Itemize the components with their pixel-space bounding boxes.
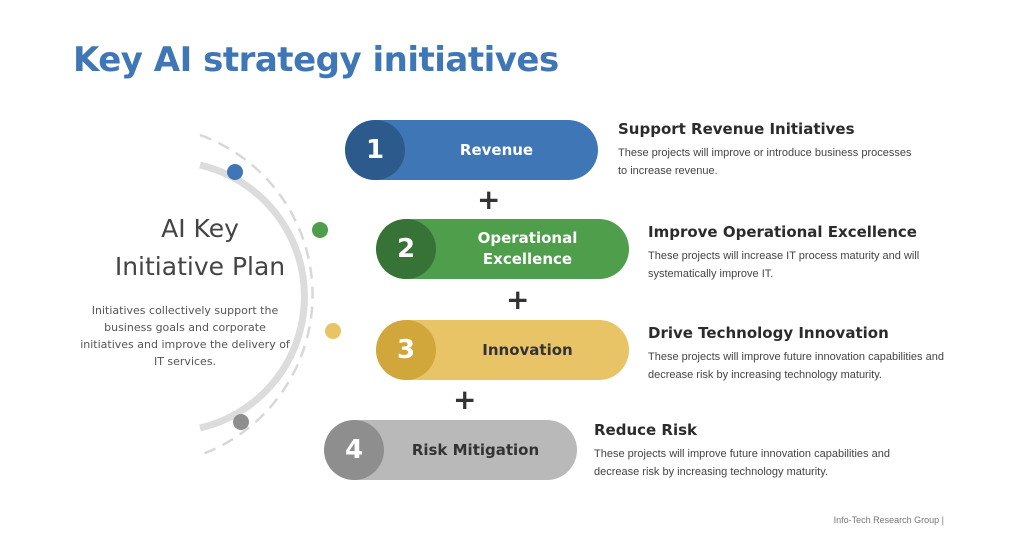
initiative-description-innovation: Drive Technology Innovation These projec… [648, 324, 948, 384]
plan-title-line1: AI Key [161, 214, 239, 243]
plus-icon: + [506, 283, 530, 316]
initiative-label: Operational Excellence [477, 229, 578, 268]
plan-description: Initiatives collectively support the bus… [80, 304, 290, 368]
initiative-text: These projects will improve or introduce… [618, 147, 912, 177]
plus-icon: + [477, 183, 501, 216]
plan-title-line2: Initiative Plan [114, 252, 286, 281]
initiative-heading: Support Revenue Initiatives [618, 120, 855, 138]
initiative-description-revenue: Support Revenue Initiatives These projec… [618, 120, 918, 180]
dot-risk [233, 414, 249, 430]
initiative-label: Innovation [482, 340, 573, 359]
initiative-description-risk: Reduce Risk These projects will improve … [594, 421, 894, 481]
initiative-number: 3 [376, 320, 436, 380]
initiative-pill-risk-mitigation: 4 Risk Mitigation [324, 420, 577, 480]
initiative-heading: Drive Technology Innovation [648, 324, 889, 342]
dot-innovation [325, 323, 341, 339]
initiative-number: 2 [376, 219, 436, 279]
initiative-pill-operational-excellence: 2 Operational Excellence [376, 219, 629, 279]
initiative-description-operational: Improve Operational Excellence These pro… [648, 223, 948, 283]
initiative-number: 1 [345, 120, 405, 180]
initiative-heading: Improve Operational Excellence [648, 223, 917, 241]
initiative-pill-innovation: 3 Innovation [376, 320, 629, 380]
plan-title: AI Key Initiative Plan [70, 210, 330, 286]
dot-revenue [227, 164, 243, 180]
initiative-label: Risk Mitigation [411, 440, 540, 459]
initiative-number: 4 [324, 420, 384, 480]
footer-source: Info-Tech Research Group | [833, 515, 944, 525]
initiative-text: These projects will improve future innov… [594, 448, 890, 478]
initiative-pill-revenue: 1 Revenue [345, 120, 598, 180]
initiative-label: Revenue [459, 140, 534, 159]
initiative-heading: Reduce Risk [594, 421, 698, 439]
page-title: Key AI strategy initiatives [73, 40, 559, 80]
initiative-text: These projects will increase IT process … [648, 250, 920, 280]
initiative-text: These projects will improve future innov… [648, 351, 944, 381]
plus-icon: + [453, 383, 477, 416]
